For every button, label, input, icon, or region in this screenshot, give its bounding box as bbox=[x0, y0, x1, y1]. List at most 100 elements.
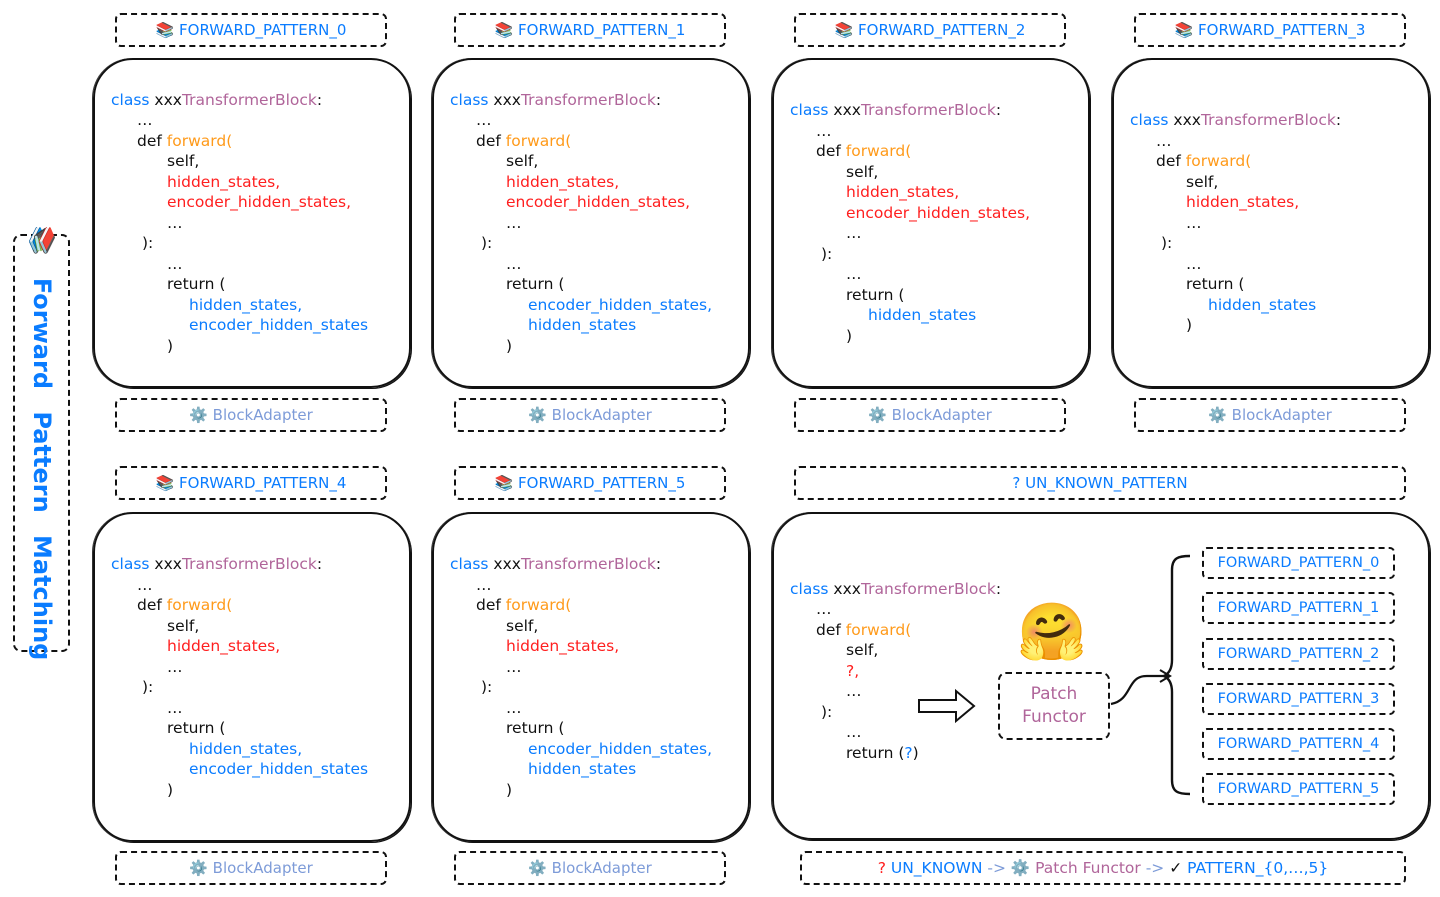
code-line: encoder_hidden_states, bbox=[790, 203, 1088, 224]
code-token: … bbox=[476, 575, 492, 594]
code-line: … bbox=[111, 213, 409, 234]
code-line: def forward( bbox=[450, 595, 748, 616]
pattern-code-box: class xxxTransformerBlock:…def forward(s… bbox=[772, 58, 1090, 388]
code-token: hidden_states, bbox=[506, 637, 620, 655]
block-adapter-label: ⚙️ BlockAdapter bbox=[1134, 398, 1406, 432]
block-adapter-label: ⚙️ BlockAdapter bbox=[454, 851, 726, 885]
code-line: return ( bbox=[111, 718, 409, 739]
pattern-code-box: class xxxTransformerBlock:…def forward(s… bbox=[93, 512, 411, 842]
code-line: … bbox=[450, 575, 748, 596]
code-line: self, bbox=[1130, 172, 1428, 193]
code-line: encoder_hidden_states, bbox=[450, 739, 748, 760]
code-token: xxx bbox=[154, 555, 182, 573]
code-token: xxx bbox=[493, 555, 521, 573]
code-token: TransformerBlock bbox=[181, 555, 317, 573]
code-line: encoder_hidden_states bbox=[111, 759, 409, 780]
patch-functor-line2: Functor bbox=[1022, 707, 1086, 727]
candidate-pattern: FORWARD_PATTERN_4 bbox=[1202, 728, 1395, 760]
unknown-flow-footer: ? UN_KNOWN -> ⚙️ Patch Functor -> ✓ PATT… bbox=[800, 851, 1406, 885]
code-token: xxx bbox=[1173, 111, 1201, 130]
code-line: ?, bbox=[790, 661, 1428, 682]
code-token: TransformerBlock bbox=[860, 101, 996, 119]
code-token: xxx bbox=[154, 90, 182, 109]
code-token: ) bbox=[167, 780, 174, 799]
code-line: ) bbox=[450, 780, 748, 801]
code-token: forward( bbox=[505, 131, 572, 150]
code-token: … bbox=[506, 254, 522, 273]
pattern-title-text: 📚 FORWARD_PATTERN_1 bbox=[494, 21, 686, 39]
code-token: def bbox=[137, 596, 167, 614]
code-line: hidden_states bbox=[450, 759, 748, 780]
code-token: : bbox=[995, 101, 1002, 119]
pattern-title-text: 📚 FORWARD_PATTERN_2 bbox=[834, 21, 1026, 39]
hugging-face-emoji: 🤗 bbox=[1017, 600, 1087, 665]
code-token: return ( bbox=[846, 285, 905, 304]
code-line: ) bbox=[111, 780, 409, 801]
code-line: return (?) bbox=[790, 743, 1428, 764]
code-token: class bbox=[450, 90, 494, 109]
code-token: hidden_states, bbox=[846, 183, 960, 201]
code-token: self, bbox=[506, 152, 539, 171]
code-token: ): bbox=[821, 702, 833, 721]
code-line: return ( bbox=[111, 274, 409, 295]
code-line: … bbox=[1130, 213, 1428, 234]
code-token: forward( bbox=[166, 131, 233, 150]
code-token: hidden_states bbox=[868, 306, 977, 324]
code-token: class bbox=[790, 579, 834, 598]
side-title-box: 📚 Forward Pattern Matching bbox=[13, 226, 70, 660]
code-token: return ( bbox=[846, 743, 905, 762]
candidate-pattern: FORWARD_PATTERN_0 bbox=[1202, 547, 1395, 579]
footer-token: PATTERN_{0,…,5} bbox=[1187, 859, 1329, 877]
footer-token: ? bbox=[877, 859, 891, 877]
code-line: hidden_states bbox=[1130, 295, 1428, 316]
code-token: def bbox=[476, 131, 506, 150]
code-line: ): bbox=[450, 233, 748, 254]
pattern-title: 📚 FORWARD_PATTERN_2 bbox=[794, 13, 1066, 47]
code-token: ) bbox=[912, 743, 919, 762]
code-line: ) bbox=[450, 336, 748, 357]
block-adapter-label: ⚙️ BlockAdapter bbox=[794, 398, 1066, 432]
code-token: ?, bbox=[846, 661, 860, 680]
code-line: hidden_states, bbox=[450, 636, 748, 657]
code-token: class bbox=[111, 90, 155, 109]
block-adapter-label: ⚙️ BlockAdapter bbox=[115, 851, 387, 885]
code-token: : bbox=[995, 579, 1002, 598]
code-token: forward( bbox=[845, 142, 912, 160]
code-line: … bbox=[450, 698, 748, 719]
pattern-code-box: class xxxTransformerBlock:…def forward(s… bbox=[1112, 58, 1430, 388]
code-token: xxx bbox=[493, 90, 521, 109]
code-token: self, bbox=[846, 162, 879, 181]
pattern-code-box: class xxxTransformerBlock:…def forward(s… bbox=[432, 512, 750, 842]
code-token: hidden_states, bbox=[1186, 193, 1300, 212]
code-line: … bbox=[111, 110, 409, 131]
unknown-pattern-box: class xxxTransformerBlock:…def forward(s… bbox=[772, 512, 1430, 840]
code-line: ) bbox=[111, 336, 409, 357]
code-line: self, bbox=[790, 640, 1428, 661]
code-line: hidden_states bbox=[450, 315, 748, 336]
footer-token: ⚙️ bbox=[1010, 859, 1036, 877]
code-line: hidden_states, bbox=[111, 295, 409, 316]
code-line: hidden_states bbox=[790, 305, 1088, 326]
code-token: return ( bbox=[506, 719, 565, 737]
code-token: self, bbox=[846, 641, 879, 660]
block-adapter-text: ⚙️ BlockAdapter bbox=[189, 859, 313, 877]
candidate-pattern: FORWARD_PATTERN_3 bbox=[1202, 683, 1395, 715]
footer-token: UN_KNOWN bbox=[890, 859, 988, 877]
code-token: class bbox=[790, 101, 834, 119]
code-token: xxx bbox=[833, 579, 861, 598]
pattern-title: 📚 FORWARD_PATTERN_0 bbox=[115, 13, 387, 47]
code-line: class xxxTransformerBlock: bbox=[111, 90, 409, 111]
code-token: hidden_states, bbox=[167, 172, 281, 191]
unknown-pattern-title: ? UN_KNOWN_PATTERN bbox=[794, 466, 1406, 500]
code-token: : bbox=[655, 90, 662, 109]
code-line: … bbox=[111, 254, 409, 275]
code-line: def forward( bbox=[790, 620, 1428, 641]
code-token: def bbox=[816, 142, 846, 160]
code-token: ): bbox=[142, 678, 154, 696]
code-token: return ( bbox=[506, 275, 565, 294]
code-line: return ( bbox=[450, 274, 748, 295]
code-line: … bbox=[450, 657, 748, 678]
code-token: ): bbox=[1161, 234, 1173, 253]
code-token: … bbox=[1186, 254, 1202, 273]
